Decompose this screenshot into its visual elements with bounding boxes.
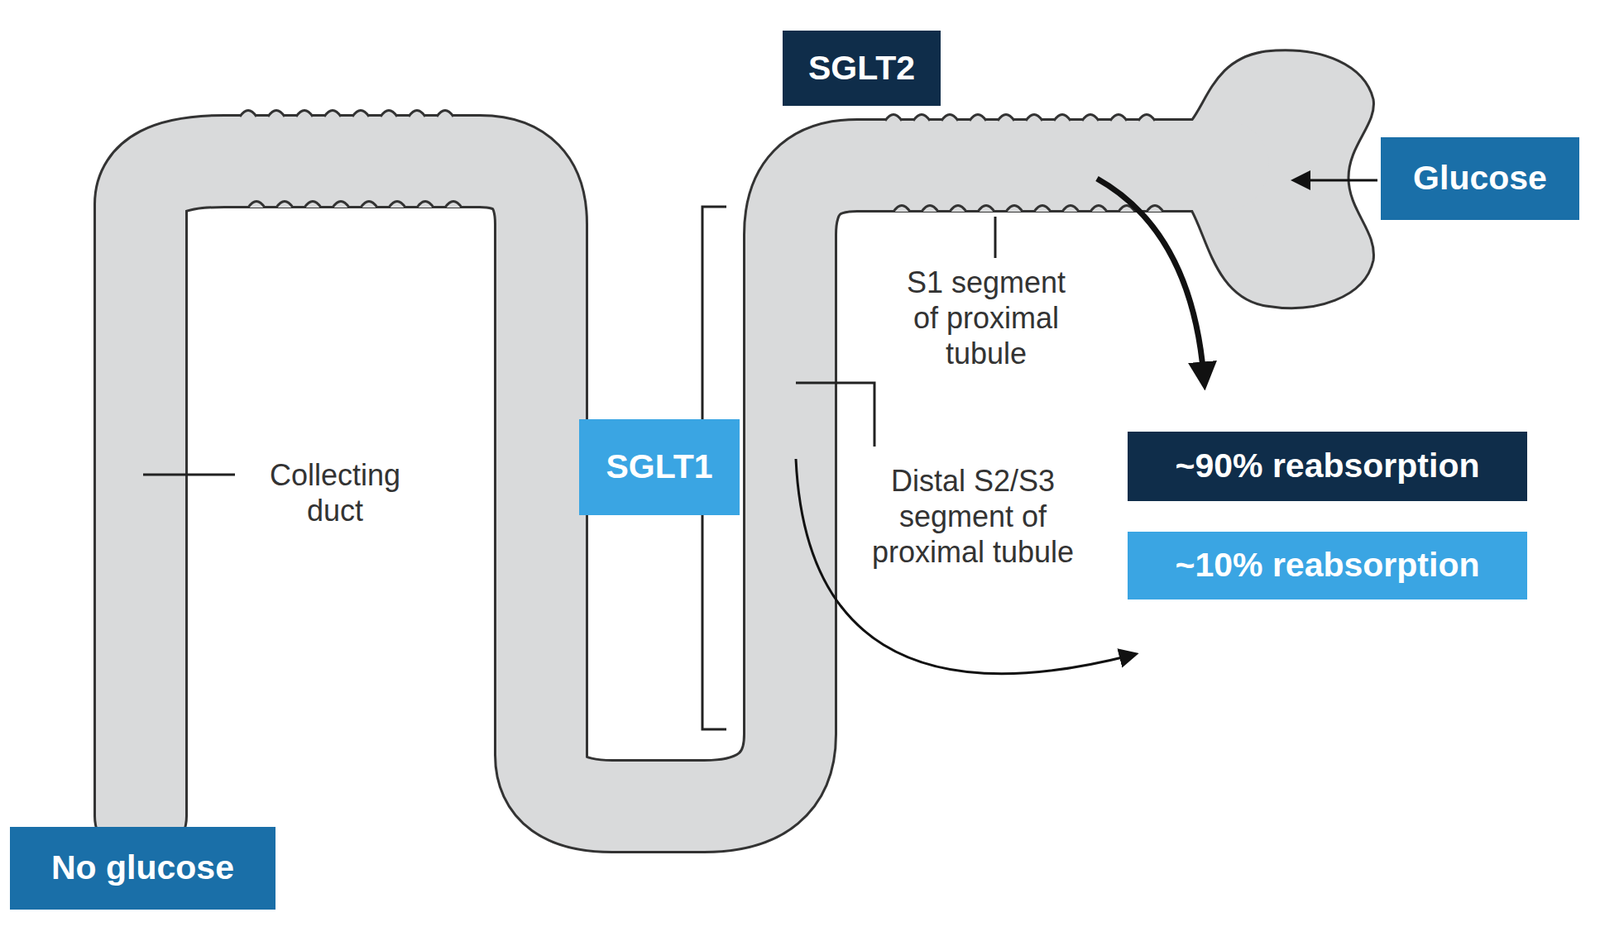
microvillus — [1090, 205, 1107, 213]
label-box: ~10% reabsorption — [1127, 531, 1528, 600]
leader-line — [994, 216, 997, 259]
label-box: ~90% reabsorption — [1127, 431, 1528, 502]
label-box: SGLT1 — [579, 419, 740, 516]
reabsorption-arrow-major — [1097, 178, 1204, 377]
microvillus — [248, 201, 265, 209]
microvillus — [1053, 114, 1071, 122]
box-text: ~90% reabsorption — [1175, 447, 1481, 485]
box-text: ~10% reabsorption — [1175, 546, 1481, 585]
microvillus — [388, 201, 406, 209]
microvillus — [1110, 114, 1127, 122]
microvillus — [1034, 205, 1051, 213]
microvillus — [239, 110, 257, 118]
microvillus — [949, 205, 967, 213]
microvillus — [969, 114, 987, 122]
microvillus — [1138, 114, 1155, 122]
label-box: No glucose — [9, 827, 276, 911]
microvillus — [276, 201, 293, 209]
microvillus — [913, 114, 930, 122]
label-box: SGLT2 — [782, 30, 941, 106]
microvillus — [977, 205, 995, 213]
tubule-fill — [140, 161, 1225, 817]
microvillus — [893, 205, 911, 213]
microvillus — [1025, 114, 1043, 122]
microvillus — [416, 201, 434, 209]
segment-label: Collecting duct — [244, 457, 427, 529]
microvillus — [1146, 205, 1164, 213]
microvillus — [360, 201, 378, 209]
microvillus — [296, 110, 313, 118]
microvillus — [1082, 114, 1099, 122]
microvillus — [997, 114, 1015, 122]
tubule-outline — [140, 161, 1225, 817]
segment-label: Distal S2/S3 segment of proximal tubule — [869, 463, 1077, 571]
segment-label: S1 segment of proximal tubule — [891, 264, 1082, 373]
microvillus — [445, 201, 462, 209]
microvillus — [885, 114, 902, 122]
microvillus — [352, 110, 369, 118]
microvillus — [1005, 205, 1023, 213]
microvillus — [921, 205, 939, 213]
glucose-arrow — [1300, 179, 1378, 183]
microvillus — [941, 114, 959, 122]
microvillus — [324, 110, 341, 118]
box-text: No glucose — [51, 849, 235, 887]
microvillus — [1062, 205, 1079, 213]
leader-line — [143, 474, 235, 477]
leader-line — [795, 383, 875, 447]
box-text: SGLT2 — [808, 49, 915, 87]
microvillus — [304, 201, 321, 209]
microvillus — [380, 110, 398, 118]
reabsorption-arrow-minor — [795, 459, 1130, 675]
microvillus — [268, 110, 285, 118]
microvillus — [332, 201, 350, 209]
microvilli — [239, 110, 1164, 213]
box-text: SGLT1 — [605, 448, 713, 486]
box-text: Glucose — [1413, 159, 1548, 197]
label-box: Glucose — [1380, 137, 1580, 221]
microvillus — [436, 110, 454, 118]
microvillus — [408, 110, 426, 118]
